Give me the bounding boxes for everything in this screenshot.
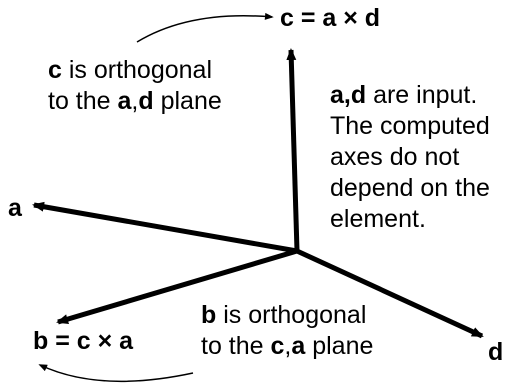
- c-note-line-1: c is orthogonal: [48, 56, 213, 84]
- c-note-pointer: [136, 12, 274, 43]
- input-note-line-3: axes do not: [330, 143, 460, 171]
- input-note: a,d are input. The computed axes do not …: [330, 80, 490, 235]
- a-axis-label: a: [8, 194, 22, 222]
- b-axis-label: b = c × a: [33, 327, 134, 355]
- b-note-pointer: [38, 364, 194, 383]
- b-axis-arrow: [56, 248, 298, 325]
- input-note-line-4: depend on the: [330, 174, 490, 202]
- d-axis-label: d: [488, 338, 504, 366]
- d-axis-arrow: [295, 248, 484, 339]
- input-note-line-2: The computed: [330, 112, 490, 140]
- b-note-line-2: to the c,a plane: [201, 332, 374, 360]
- c-note-line-2: to the a,d plane: [48, 87, 222, 115]
- b-note-line-1: b is orthogonal: [201, 301, 367, 329]
- input-note-line-1: a,d are input.: [330, 81, 478, 109]
- c-axis-arrow: [286, 48, 300, 252]
- c-axis-label: c = a × d: [280, 4, 381, 32]
- input-note-line-5: element.: [330, 205, 426, 233]
- c-orthogonal-note: c is orthogonal to the a,d plane: [48, 55, 222, 117]
- a-axis-arrow: [32, 201, 298, 254]
- b-orthogonal-note: b is orthogonal to the c,a plane: [201, 300, 373, 362]
